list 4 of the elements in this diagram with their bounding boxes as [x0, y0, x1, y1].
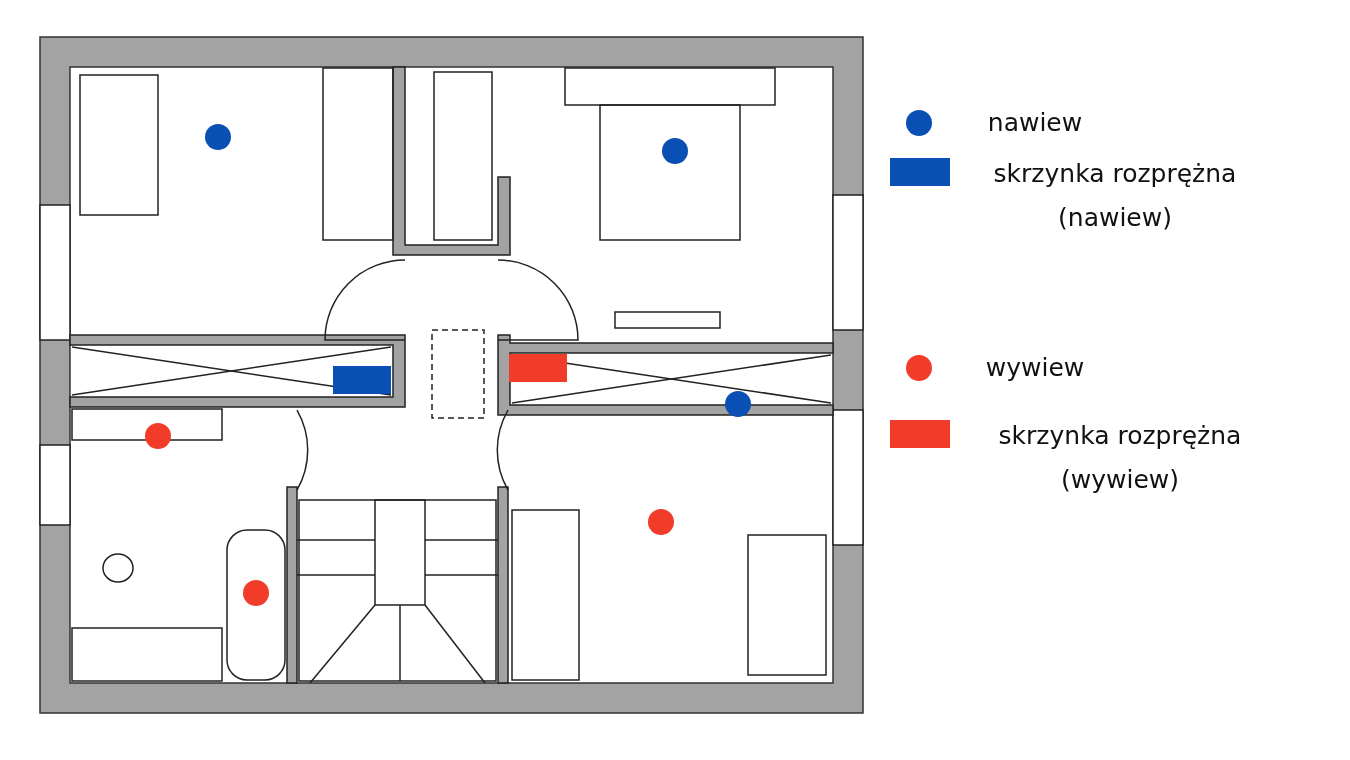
- legend-label: wywiew: [984, 352, 1086, 384]
- legend-label: skrzynka rozprężna (nawiew): [992, 158, 1238, 234]
- legend-label: nawiew: [986, 107, 1084, 139]
- legend-label: skrzynka rozprężna (wywiew): [997, 420, 1243, 496]
